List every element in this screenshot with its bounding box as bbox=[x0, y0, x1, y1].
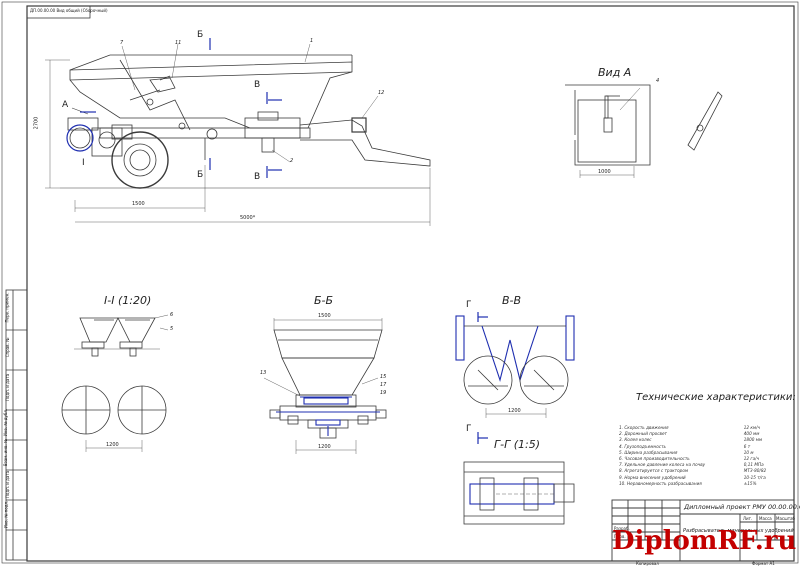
callout-12: 12 bbox=[378, 90, 385, 96]
mark-g-top: Г bbox=[466, 300, 472, 310]
title-block-name: Разбрасыватель минеральных удобрений bbox=[683, 528, 794, 534]
callout-6: 6 bbox=[170, 312, 174, 318]
dim-2700: 2700 bbox=[33, 116, 40, 130]
left-strip bbox=[5, 289, 28, 561]
mark-b-bottom: Б bbox=[197, 170, 204, 180]
callout-2: 2 bbox=[290, 158, 294, 164]
dim-bb-1200: 1200 bbox=[318, 444, 331, 450]
spec-row: 6. Часовая производительность 12 га/ч bbox=[619, 456, 777, 462]
spec-row: 8. Агрегатируется с трактором МТЗ-80/82 bbox=[619, 468, 777, 474]
callout-17: 17 bbox=[380, 382, 387, 388]
specs-heading: Технические характеристики: bbox=[636, 392, 796, 403]
callout-1: 1 bbox=[310, 38, 314, 44]
callout-7: 7 bbox=[120, 40, 124, 46]
spec-row: 9. Норма внесения удобрений 10-15 т/га bbox=[619, 475, 777, 481]
spec-row: 5. Ширина разбрасывания 10 м bbox=[619, 450, 777, 456]
top-stamp bbox=[26, 5, 91, 19]
left-strip-label: Подп. и дата bbox=[5, 470, 11, 499]
mark-g-bottom: Г bbox=[466, 424, 472, 434]
callout-19: 19 bbox=[380, 390, 387, 396]
title-block-project: Дипломный проект РМУ 00.00.00.СБ bbox=[684, 503, 800, 511]
spec-name: 4. Грузоподъемность bbox=[619, 443, 666, 449]
spec-row: 10. Неравномерность разбрасывания ±15% bbox=[619, 481, 777, 487]
title-block-format: Формат А1 bbox=[752, 561, 775, 566]
left-strip-label: Справ. № bbox=[5, 337, 11, 358]
mark-i: I bbox=[82, 158, 85, 168]
title-block-scale: Масштаб bbox=[776, 516, 796, 521]
section-1-drawing bbox=[61, 314, 169, 452]
left-strip-label: Инв. № дубл. bbox=[3, 408, 9, 437]
spec-value: МТЗ-80/82 bbox=[743, 468, 767, 474]
mark-a: A bbox=[62, 100, 69, 110]
title-block-lit: Лит. bbox=[743, 516, 753, 521]
spec-row: 2. Дорожный просвет 400 мм bbox=[619, 431, 777, 437]
dim-1500: 1500 bbox=[132, 201, 145, 207]
spec-name: 9. Норма внесения удобрений bbox=[619, 474, 686, 480]
section-gg-drawing bbox=[463, 461, 575, 525]
callout-11: 11 bbox=[175, 40, 182, 46]
callout-15: 15 bbox=[380, 374, 387, 380]
spec-name: 8. Агрегатируется с трактором bbox=[619, 468, 689, 474]
left-strip-label: Инв. № подл. bbox=[3, 500, 9, 529]
spec-row: 3. Колея колес 1800 мм bbox=[619, 437, 777, 443]
section-bb-title: Б-Б bbox=[314, 294, 334, 307]
title-block-mass: Масса bbox=[759, 516, 772, 521]
spec-value: ±15% bbox=[743, 480, 757, 486]
callout-13: 13 bbox=[260, 370, 267, 376]
dim-s1-1200: 1200 bbox=[106, 442, 119, 448]
dim-vv-1200: 1200 bbox=[508, 408, 521, 414]
mark-v-bottom: В bbox=[254, 172, 261, 182]
spec-value: 10-15 т/га bbox=[743, 474, 766, 480]
dim-bb-1500: 1500 bbox=[318, 313, 331, 319]
spec-name: 5. Ширина разбрасывания bbox=[619, 449, 678, 455]
title-block-prov: Пров. bbox=[614, 534, 626, 539]
section-bb-drawing bbox=[263, 318, 387, 454]
spec-name: 2. Дорожный просвет bbox=[619, 431, 667, 437]
inner-frame bbox=[26, 5, 795, 562]
title-block-copied: Копировал bbox=[636, 561, 659, 566]
watermark-logo[interactable]: DiplomRF.ru bbox=[612, 526, 797, 556]
spec-value: 1800 мм bbox=[743, 437, 763, 443]
spec-value: 6 т bbox=[743, 443, 751, 449]
spec-name: 6. Часовая производительность bbox=[619, 456, 690, 462]
callout-5: 5 bbox=[170, 326, 174, 332]
callout-4: 4 bbox=[656, 78, 660, 84]
view-a-drawing bbox=[565, 84, 723, 178]
left-strip-label: Взам. инв. № bbox=[3, 438, 9, 467]
section-vv-drawing bbox=[455, 315, 575, 418]
view-a-title: Вид А bbox=[598, 66, 632, 79]
section-gg-title: Г-Г (1:5) bbox=[494, 438, 541, 451]
dim-5000: 5000* bbox=[240, 215, 256, 221]
spec-row: 1. Скорость движения 12 км/ч bbox=[619, 425, 777, 431]
left-strip-label: Перв. примен. bbox=[4, 292, 10, 323]
dim-vid-a-1000: 1000 bbox=[598, 169, 611, 175]
spec-value: 400 мм bbox=[743, 431, 760, 437]
spec-name: 10. Неравномерность разбрасывания bbox=[619, 480, 702, 486]
section-1-title: I-I (1:20) bbox=[104, 294, 152, 307]
spec-name: 7. Удельное давление колеса на почву bbox=[619, 462, 706, 468]
spec-value: 12 га/ч bbox=[743, 456, 760, 462]
top-left-stamp-text: ДП.00.00.00 Вид общий (Сборочный) bbox=[30, 8, 108, 13]
spec-row: 7. Удельное давление колеса на почву 0,11… bbox=[619, 462, 777, 468]
spec-value: 10 м bbox=[743, 449, 754, 455]
title-block-razrab: Разраб. bbox=[614, 526, 630, 531]
spec-row: 4. Грузоподъемность 6 т bbox=[619, 444, 777, 450]
main-side-view bbox=[45, 43, 431, 226]
spec-value: 0,11 МПа bbox=[743, 462, 764, 468]
spec-value: 12 км/ч bbox=[743, 425, 760, 430]
section-vv-title: В-В bbox=[502, 294, 522, 307]
left-strip-label: Подп. и дата bbox=[5, 373, 11, 402]
specs-list: 1. Скорость движения 12 км/ч 2. Дорожный … bbox=[619, 425, 777, 487]
spec-name: 1. Скорость движения bbox=[619, 425, 669, 430]
title-block-lines bbox=[611, 499, 795, 562]
spec-name: 3. Колея колес bbox=[619, 437, 652, 443]
mark-b-top: Б bbox=[197, 30, 204, 40]
mark-v-top: В bbox=[254, 80, 261, 90]
